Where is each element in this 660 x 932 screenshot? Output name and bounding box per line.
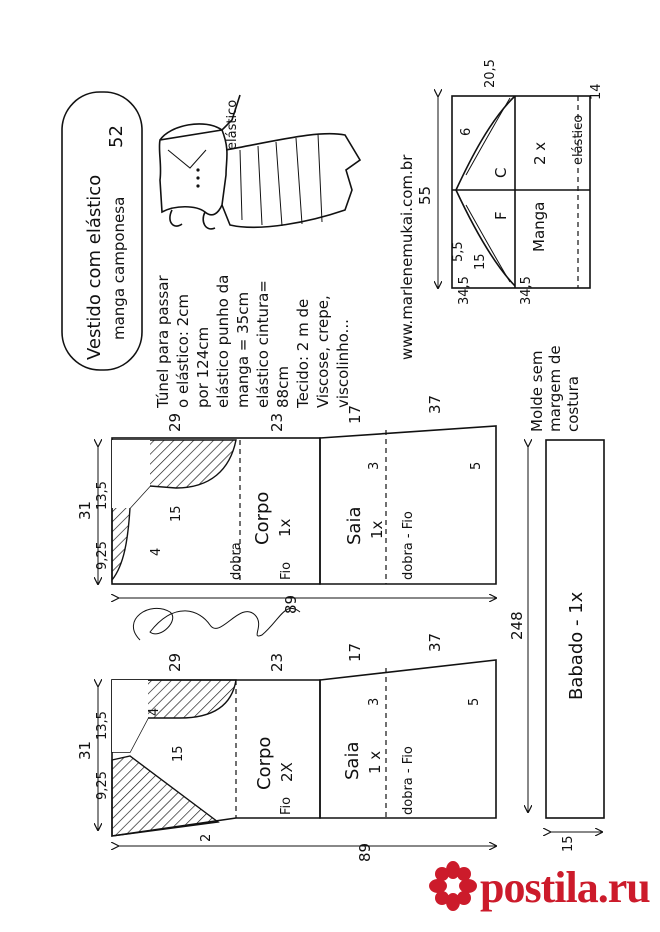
back-dim2: 9,25 [95,771,110,800]
front-body-count: 1x [276,518,294,537]
note-cuff-2: manga = 35cm [234,292,252,408]
front-pattern: 31 13,5 9,25 4 15 29 Corpo 1x dobra Fio … [76,413,496,614]
sleeve-piece-label: Manga [530,202,548,252]
back-skirt-m5: 5 [467,698,482,706]
brand-flower-icon [429,861,477,911]
note-tunnel-3: por 124cm [194,327,212,408]
note-tunnel-2: o elástico: 2cm [174,294,192,408]
sleeve-bottom-left: 34,5 [457,276,472,305]
ruffle-label: Babado - 1x [566,591,587,700]
title-frame [61,91,143,371]
sleeve-curve-1: 6 [459,128,474,136]
front-top-width: 29 [166,413,184,432]
sleeve-letter-c: C [492,168,510,178]
ruffle-width: 15 [561,835,576,852]
note-tunnel-1: Túnel para passar [154,275,172,409]
front-arm: 15 [169,505,184,522]
note-seam-2: margem de [546,345,564,432]
front-skirt-m3: 3 [367,462,382,470]
back-body-label: Corpo [254,737,275,790]
sleeve-curve-2: 5,5 [451,241,466,262]
sleeve-letter-f: F [492,211,510,220]
back-skirt-outline [319,659,497,819]
sleeve-elastic: elástico [571,115,586,165]
title-line2: manga camponesa [110,197,128,340]
front-fold: dobra [229,542,244,580]
back-skirt-width2: 17 [346,643,364,662]
ruffle-pattern: 248 Babado - 1x 15 [508,439,605,852]
front-skirt-width3: 37 [426,395,444,414]
front-skirt-pattern: 23 17 37 Saia 1x 3 5 dobra - Fio [268,395,497,585]
back-pattern: 31 13,5 9,25 4 15 29 Corpo 2X Fio 2 89 [76,653,496,862]
front-skirt-width2: 17 [346,405,364,424]
front-neck: 4 [149,548,164,556]
sleeve-side: 14 [589,83,604,100]
sleeve-pattern: 55 20,5 14 elástico 34,5 34,5 6 5,5 15 M… [416,59,604,305]
note-seam-3: costura [564,376,582,432]
front-body-label: Corpo [252,492,273,545]
front-skirt-outline [319,425,497,585]
illustration-elastic-label: elástico [225,100,240,150]
sleeve-width: 55 [416,186,434,205]
back-total: 89 [356,843,374,862]
note-fabric-1: Tecido: 2 m de [294,299,312,409]
note-cuff-1: elástico punho da [214,275,232,408]
sleeve-bottom-right: 34,5 [519,276,534,305]
sleeve-top-right: 20,5 [483,59,498,88]
back-skirt-count: 1 x [366,751,384,774]
back-neck: 4 [147,708,162,716]
front-skirt-m5: 5 [469,462,484,470]
sleeve-curve-3: 15 [473,253,488,270]
back-body-count: 2X [278,762,296,782]
note-seam-1: Molde sem [528,351,546,432]
front-skirt-label: Saia [344,507,365,546]
sleeve-outline [451,95,591,289]
back-skirt-width1: 23 [268,653,286,672]
note-waist-1: elástico cintura= [254,280,272,408]
back-skirt-width3: 37 [426,633,444,652]
front-height: 31 [76,501,94,520]
pattern-number: 52 [106,125,127,148]
front-skirt-count: 1x [368,520,386,539]
note-fabric-2: Viscose, crepe, [314,295,332,408]
ruffle-length: 248 [508,611,526,640]
note-fabric-3: viscolinho... [334,319,352,408]
title-line1: Vestido com elástico [84,175,105,360]
front-grain: Fio [279,562,294,580]
brand-logo: postila.ru [428,860,654,916]
back-skirt-label: Saia [342,742,363,781]
back-skirt-fold-grain: dobra - Fio [401,746,416,815]
ruffle-outline [545,439,605,819]
dress-illustration: elástico [158,94,362,230]
back-skirt-pattern: 23 17 37 Saia 1 x 3 5 dobra - Fio [268,633,497,819]
note-waist-2: 88cm [274,366,292,408]
back-arm: 15 [171,745,186,762]
front-dim1: 13,5 [95,481,110,510]
back-height: 31 [76,741,94,760]
signature [133,607,301,641]
back-grain: Fio [279,797,294,815]
back-top-width: 29 [166,653,184,672]
sleeve-piece-count: 2 x [531,142,549,165]
notes-block: Túnel para passar o elástico: 2cm por 12… [154,154,582,432]
back-skirt-m3: 3 [367,698,382,706]
back-dim1: 13,5 [95,711,110,740]
front-skirt-width1: 23 [268,413,286,432]
front-dim2: 9,25 [95,541,110,570]
website: www.marlenemukai.com.br [398,154,416,360]
front-skirt-fold-grain: dobra - Fio [401,511,416,580]
back-opening: 2 [199,834,214,842]
brand-name: postila.ru [480,863,651,912]
title-block: Vestido com elástico manga camponesa 52 [61,91,143,371]
